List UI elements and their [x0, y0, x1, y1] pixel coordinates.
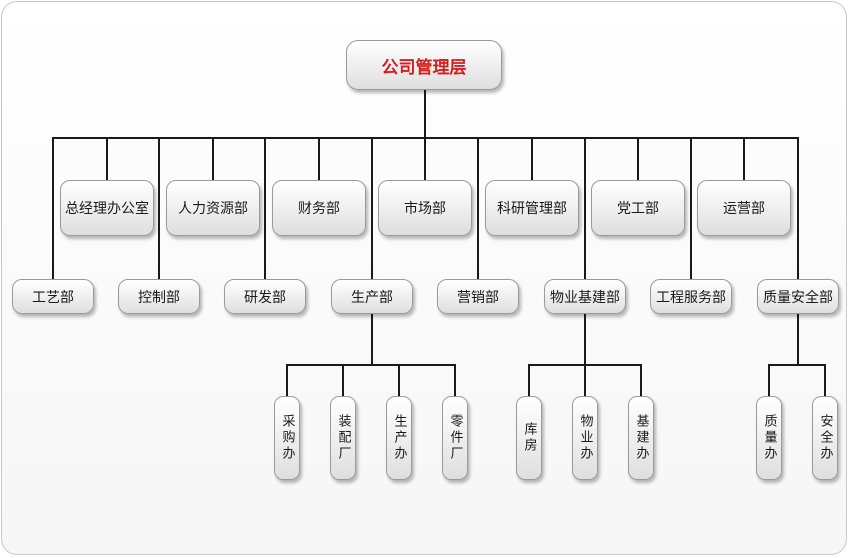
- node-tier1-1: 人力资源部: [166, 180, 260, 236]
- node-production-unit-0: 采购办: [274, 396, 300, 480]
- node-tier1-6: 运营部: [697, 180, 791, 236]
- node-quality-unit-0: 质量办: [756, 396, 782, 480]
- node-tier1-5: 党工部: [591, 180, 685, 236]
- node-tier2-3: 生产部: [331, 279, 413, 314]
- node-tier2-4: 营销部: [437, 279, 519, 314]
- node-production-unit-2: 生产办: [386, 396, 412, 480]
- node-tier2-2: 研发部: [224, 279, 306, 314]
- node-root: 公司管理层: [346, 40, 502, 90]
- node-tier2-5: 物业基建部: [544, 279, 626, 314]
- node-tier1-0: 总经理办公室: [60, 180, 154, 236]
- node-tier2-7: 质量安全部: [757, 279, 839, 314]
- node-tier2-1: 控制部: [118, 279, 200, 314]
- node-production-unit-3: 零件厂: [442, 396, 468, 480]
- node-tier1-2: 财务部: [272, 180, 366, 236]
- node-tier2-6: 工程服务部: [650, 279, 732, 314]
- node-property-unit-1: 物业办: [572, 396, 598, 480]
- node-tier1-3: 市场部: [378, 180, 472, 236]
- node-production-unit-1: 装配厂: [330, 396, 356, 480]
- node-tier1-4: 科研管理部: [485, 180, 579, 236]
- node-property-unit-0: 库房: [516, 396, 542, 480]
- node-property-unit-2: 基建办: [628, 396, 654, 480]
- node-tier2-0: 工艺部: [12, 279, 94, 314]
- node-quality-unit-1: 安全办: [812, 396, 838, 480]
